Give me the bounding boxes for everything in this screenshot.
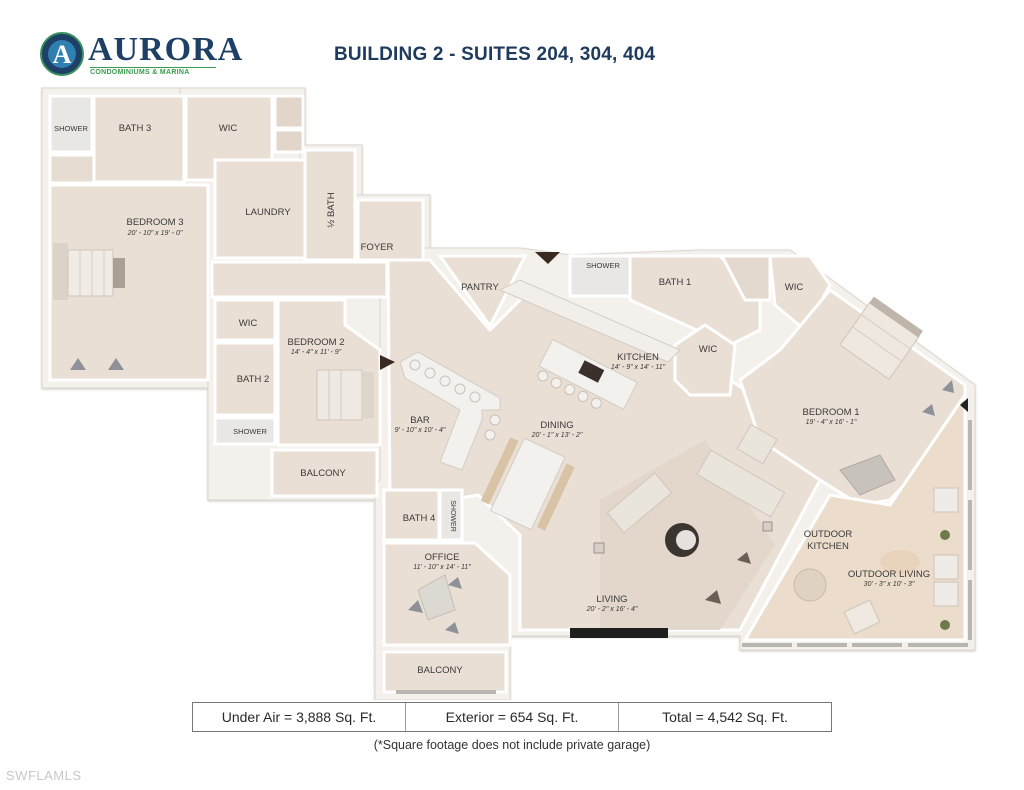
logo-tagline: CONDOMINIUMS & MARINA (90, 67, 216, 76)
label-kitchen: KITCHEN (617, 352, 659, 363)
office-furniture (408, 574, 462, 634)
label-shower-b3: SHOWER (54, 124, 88, 133)
label-bedroom-2: BEDROOM 2 (287, 337, 344, 348)
room-bath-1 (628, 254, 762, 347)
label-living: LIVING (596, 594, 627, 605)
label-bath-4: BATH 4 (403, 513, 436, 524)
label-bar: BAR (410, 415, 430, 426)
bedroom-2-furniture (316, 369, 374, 421)
living-furniture (593, 423, 786, 604)
room-bath-3 (92, 94, 186, 184)
bar-counter (399, 351, 501, 471)
room-shower-b3 (48, 94, 94, 154)
dims-bedroom-3: 20' - 10" x 19' - 0" (127, 230, 183, 237)
label-bath-3: BATH 3 (119, 123, 152, 134)
page-title: BUILDING 2 - SUITES 204, 304, 404 (334, 44, 656, 65)
room-wic-b1b (673, 323, 737, 397)
room-shower-b1 (568, 254, 632, 298)
label-outdoor-living: OUTDOOR LIVING (848, 569, 930, 580)
label-wic-b1a: WIC (785, 282, 804, 293)
label-shower-b2: SHOWER (233, 427, 267, 436)
logo-emblem-icon: A (40, 32, 84, 76)
dims-office: 11' - 10" x 14' - 11" (413, 564, 471, 571)
label-half-bath: ½ BATH (326, 192, 337, 227)
label-shower-b1: SHOWER (586, 261, 620, 270)
dims-bedroom-2: 14' - 4" x 11' - 9" (291, 349, 342, 356)
dims-bar: 9' - 10" x 10' - 4" (395, 427, 446, 434)
label-bedroom-1: BEDROOM 1 (802, 407, 859, 418)
label-foyer: FOYER (361, 242, 394, 253)
kitchen-island (537, 338, 638, 410)
bedroom-1-furniture (839, 296, 923, 381)
fireplace-tv (570, 628, 668, 638)
room-bath-4 (382, 488, 441, 542)
logo-wordmark: AURORA (88, 31, 244, 68)
aurora-logo: A AURORA CONDOMINIUMS & MARINA (40, 32, 242, 78)
room-balcony-b2 (270, 448, 379, 498)
label-bath-2: BATH 2 (237, 374, 270, 385)
label-outdoor-kitchen-2: KITCHEN (807, 541, 849, 552)
dims-bedroom-1: 19' - 4" x 16' - 1" (806, 419, 857, 426)
dims-living: 20' - 2" x 16' - 4" (586, 606, 638, 613)
room-half-bath (303, 148, 357, 262)
label-bath-1: BATH 1 (659, 277, 692, 288)
dims-kitchen: 14' - 9" x 14' - 11" (611, 364, 666, 371)
sqft-under-air: Under Air = 3,888 Sq. Ft. (193, 703, 406, 731)
label-balcony-office: BALCONY (417, 665, 463, 676)
dims-outdoor-living: 30' - 3" x 10' - 3" (864, 581, 915, 588)
label-outdoor-kitchen-1: OUTDOOR (804, 529, 853, 540)
room-bath-2 (213, 341, 277, 417)
sqft-exterior: Exterior = 654 Sq. Ft. (406, 703, 619, 731)
room-shower-b2 (213, 416, 277, 446)
floor-plan: SHOWER BATH 3 WIC BEDROOM 3 20' - 10" x … (41, 87, 976, 700)
square-footage-table: Under Air = 3,888 Sq. Ft. Exterior = 654… (192, 702, 832, 732)
label-wic-b2: WIC (239, 318, 258, 329)
label-balcony-b2: BALCONY (300, 468, 346, 479)
watermark: SWFLAMLS (6, 768, 82, 783)
room-wic-b2 (213, 298, 277, 342)
dims-dining: 20' - 1" x 13' - 2" (531, 432, 583, 439)
label-wic-b1b: WIC (699, 344, 718, 355)
label-bedroom-3: BEDROOM 3 (126, 217, 183, 228)
label-dining: DINING (540, 420, 573, 431)
outdoor-furniture (793, 487, 959, 635)
bedroom-3-furniture (53, 243, 125, 370)
room-shower-b4 (438, 488, 464, 542)
label-laundry: LAUNDRY (245, 207, 291, 218)
dining-table (480, 437, 575, 531)
sqft-total: Total = 4,542 Sq. Ft. (662, 709, 788, 725)
label-wic-b3: WIC (219, 123, 238, 134)
label-office: OFFICE (425, 552, 460, 563)
label-shower-b4: SHOWER (449, 500, 456, 532)
footnote: (*Square footage does not include privat… (373, 738, 651, 752)
label-pantry: PANTRY (461, 282, 499, 293)
logo-letter: A (52, 40, 72, 69)
room-laundry (213, 158, 307, 260)
